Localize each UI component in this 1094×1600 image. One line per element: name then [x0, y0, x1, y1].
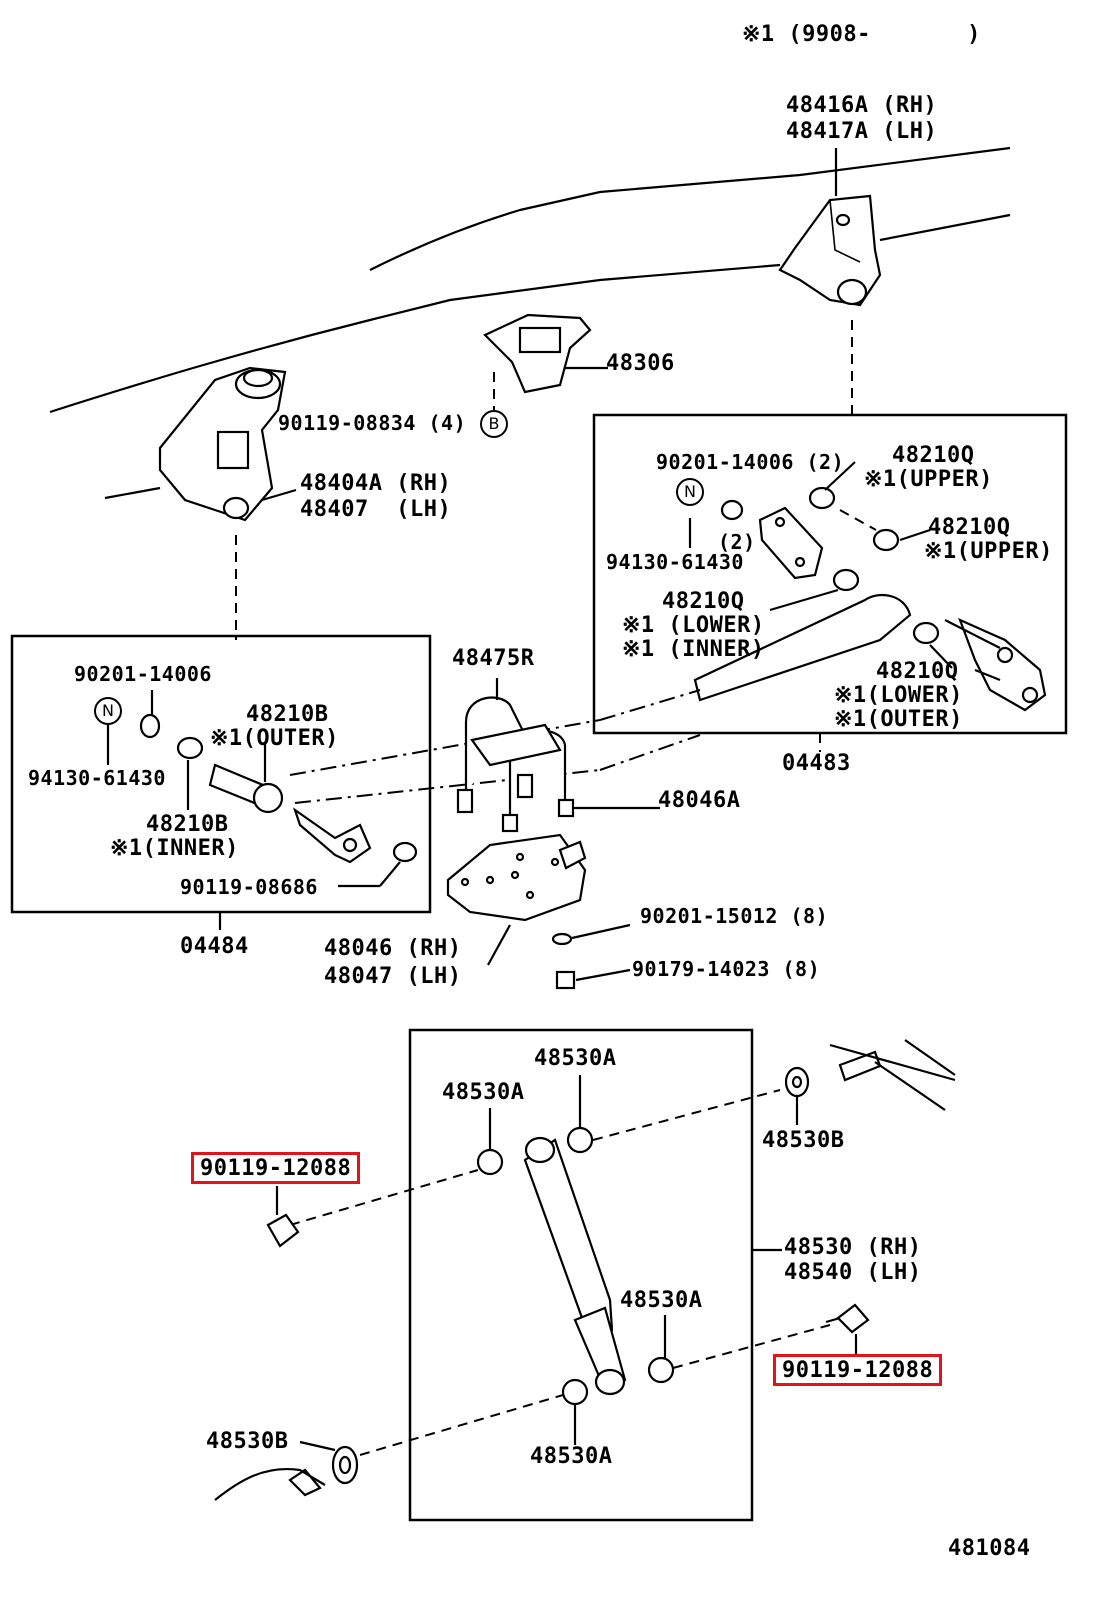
note-outer-a: ※1(OUTER)	[210, 726, 339, 751]
front-bushing-parts	[106, 690, 418, 930]
rear-shackle-parts	[688, 461, 1047, 752]
part-label-48047[interactable]: 48047 (LH)	[324, 964, 462, 989]
front-spring-hanger	[158, 366, 297, 640]
part-label-48210q-d[interactable]: 48210Q	[876, 659, 959, 684]
part-label-48530a-upper-left[interactable]: 48530A	[442, 1080, 525, 1105]
part-label-90201-14006-left[interactable]: 90201-14006	[74, 662, 212, 686]
callout-n-icon-right: N	[676, 478, 704, 506]
part-label-48475r[interactable]: 48475R	[452, 646, 535, 671]
part-label-90119-08834[interactable]: 90119-08834 (4) -	[278, 411, 492, 435]
callout-b-icon: B	[480, 410, 508, 438]
note-inner-b: ※1(INNER)	[110, 836, 239, 861]
shock-absorber-box	[408, 1028, 754, 1522]
part-label-48046a[interactable]: 48046A	[658, 788, 741, 813]
note-inner-c: ※1 (INNER)	[622, 637, 765, 662]
part-label-48416a[interactable]: 48416A (RH)	[786, 93, 938, 118]
part-label-48530a-bottom[interactable]: 48530A	[530, 1444, 613, 1469]
diagram-number: 481084	[948, 1536, 1031, 1561]
part-label-48210q-a[interactable]: 48210Q	[892, 443, 975, 468]
part-label-94130-61430-left[interactable]: 94130-61430	[28, 766, 166, 790]
part-label-48417a[interactable]: 48417A (LH)	[786, 119, 938, 144]
part-label-48210q-b[interactable]: 48210Q	[928, 515, 1011, 540]
highlighted-part-label-90119-12088-right[interactable]: 90119-12088	[773, 1354, 943, 1386]
shock-mount-parts	[214, 1039, 956, 1501]
part-label-48210b-a[interactable]: 48210B	[246, 702, 329, 727]
part-label-90201-15012[interactable]: 90201-15012 (8)	[640, 904, 829, 928]
part-label-48210q-c[interactable]: 48210Q	[662, 589, 745, 614]
revision-note: ※1 (9908- )	[742, 22, 981, 47]
note-lower-d: ※1(LOWER)	[834, 683, 963, 708]
note-upper-a: ※1(UPPER)	[864, 467, 993, 492]
callout-n-icon-left: N	[94, 697, 122, 725]
part-label-48530[interactable]: 48530 (RH)	[784, 1235, 922, 1260]
shock-absorber	[289, 1075, 831, 1456]
part-label-48530a-lower-right[interactable]: 48530A	[620, 1288, 703, 1313]
kit-label-04483[interactable]: 04483	[782, 751, 851, 776]
highlighted-part-label-90119-12088-left[interactable]: 90119-12088	[191, 1152, 361, 1184]
part-label-48046[interactable]: 48046 (RH)	[324, 936, 462, 961]
bump-stopper	[483, 313, 608, 410]
part-label-48530a-top[interactable]: 48530A	[534, 1046, 617, 1071]
part-label-48306[interactable]: 48306	[606, 351, 675, 376]
note-outer-d: ※1(OUTER)	[834, 707, 963, 732]
part-label-48407[interactable]: 48407 (LH)	[300, 497, 452, 522]
note-upper-b: ※1(UPPER)	[924, 539, 1053, 564]
part-label-48530b-top[interactable]: 48530B	[762, 1128, 845, 1153]
part-label-48210b-b[interactable]: 48210B	[146, 812, 229, 837]
u-bolts	[456, 678, 660, 833]
kit-label-04484[interactable]: 04484	[180, 934, 249, 959]
part-label-48530b-bottom[interactable]: 48530B	[206, 1429, 289, 1454]
note-lower-c: ※1 (LOWER)	[622, 613, 765, 638]
part-label-90119-08686[interactable]: 90119-08686	[180, 875, 318, 899]
spring-seat	[446, 833, 631, 990]
part-label-90201-14006-right[interactable]: 90201-14006 (2)	[656, 450, 845, 474]
quantity-label-2: (2)	[718, 530, 756, 554]
part-label-90179-14023[interactable]: 90179-14023 (8)	[632, 957, 821, 981]
rear-spring-hanger-bracket	[778, 148, 882, 307]
part-label-94130-61430-right[interactable]: 94130-61430	[606, 550, 744, 574]
frame-rail	[49, 146, 1011, 500]
part-label-48404a[interactable]: 48404A (RH)	[300, 471, 452, 496]
shackle-kit-box-04483	[592, 413, 1068, 735]
part-label-48540[interactable]: 48540 (LH)	[784, 1260, 922, 1285]
